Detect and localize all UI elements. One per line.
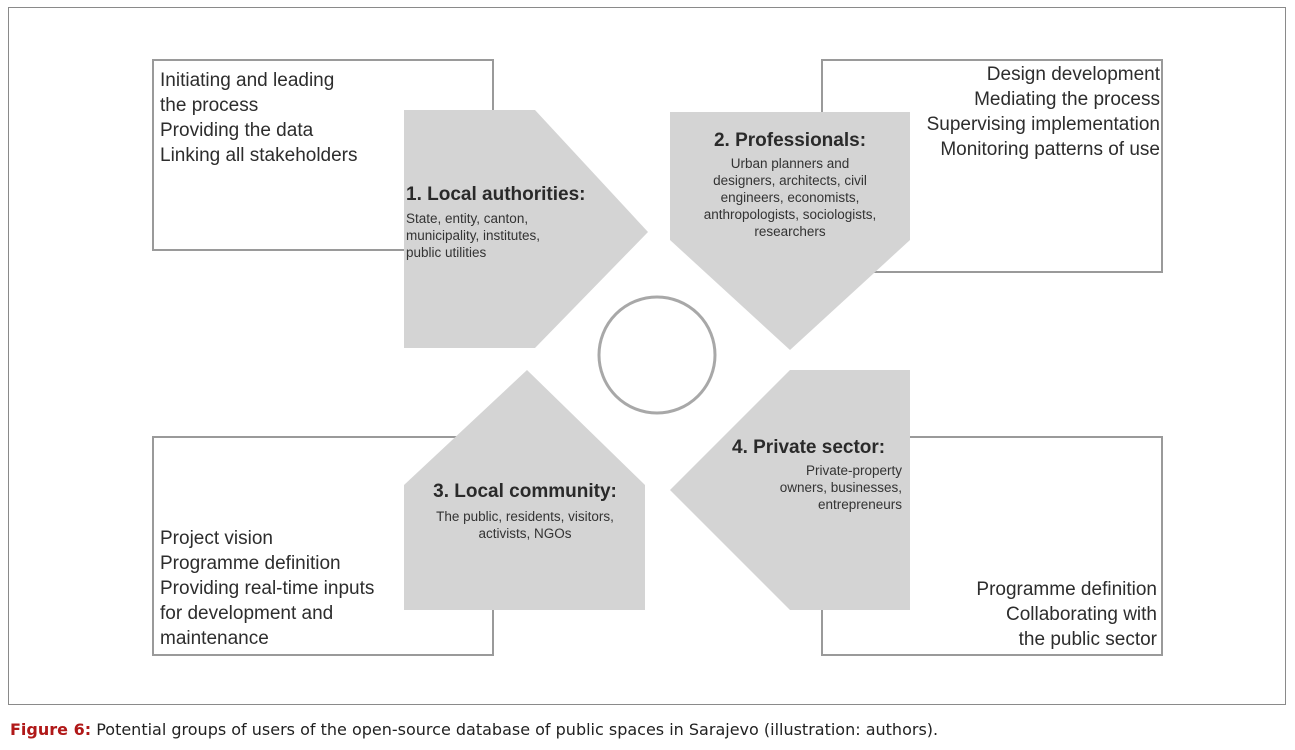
arrow-local-community xyxy=(404,370,645,610)
figure-caption: Figure 6: Potential groups of users of t… xyxy=(10,720,938,739)
group-title-private-sector: 4. Private sector: xyxy=(732,437,886,458)
figure-caption-text: Potential groups of users of the open-so… xyxy=(91,720,939,739)
group-title-local-authorities: 1. Local authorities: xyxy=(406,184,586,205)
group-desc-professionals: Urban planners and designers, architects… xyxy=(703,156,877,239)
figure-caption-label: Figure 6: xyxy=(10,720,92,739)
arrow-private-sector xyxy=(670,370,910,610)
group-title-professionals: 2. Professionals: xyxy=(713,130,867,151)
roles-local-community: Project vision Programme definition Prov… xyxy=(160,528,375,649)
arrow-local-authorities xyxy=(404,110,648,348)
group-desc-private-sector: Private-property owners, businesses, ent… xyxy=(779,463,902,512)
group-title-local-community: 3. Local community: xyxy=(433,481,617,502)
center-cycle-circle xyxy=(597,295,717,415)
roles-private-sector: Programme definition Collaborating with … xyxy=(976,579,1157,650)
roles-professionals: Design development Mediating the process… xyxy=(926,64,1160,160)
group-desc-local-authorities: State, entity, canton, municipality, ins… xyxy=(406,211,541,260)
roles-local-authorities: Initiating and leading the process Provi… xyxy=(160,70,358,166)
group-desc-local-community: The public, residents, visitors, activis… xyxy=(436,509,614,541)
arrow-professionals xyxy=(670,112,910,350)
